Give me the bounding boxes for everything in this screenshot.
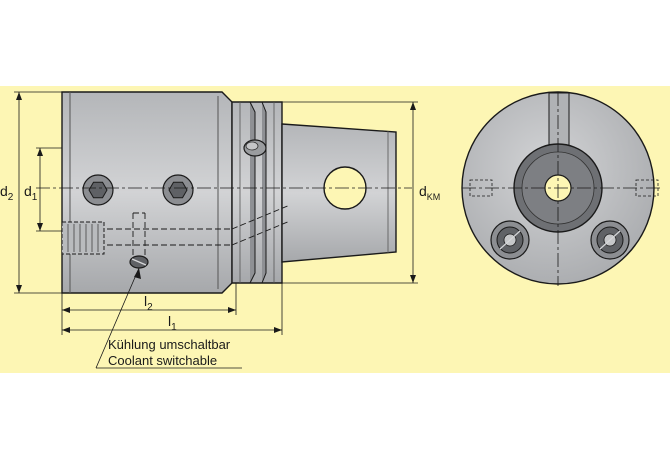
- locking-pin-top: [245, 141, 259, 151]
- hex-screw-2: [162, 174, 194, 206]
- dim-d2: [14, 91, 62, 294]
- label-d2: d2: [0, 183, 14, 203]
- dim-dkm: [282, 101, 418, 284]
- coolant-screw-right: [590, 220, 630, 260]
- label-l2: l2: [144, 293, 153, 313]
- collar: [231, 101, 283, 284]
- dim-d1: [36, 147, 62, 232]
- coolant-selector-slot: [131, 258, 147, 266]
- label-dkm: dKM: [419, 183, 440, 202]
- dim-l1: [62, 262, 283, 335]
- note-line-en: Coolant switchable: [108, 353, 217, 368]
- collar-groove: [261, 101, 267, 284]
- collar-groove: [249, 101, 256, 284]
- coolant-plug: [61, 221, 105, 255]
- label-d1: d1: [24, 183, 38, 203]
- hex-screw-1: [82, 174, 114, 206]
- front-view: [461, 91, 660, 286]
- note-line-de: Kühlung umschaltbar: [108, 337, 231, 352]
- coolant-screw-left: [490, 220, 530, 260]
- note-leader: [95, 267, 242, 369]
- side-view: d2 d1 dKM l2 l1 Kühlung umschaltbar Cool…: [0, 91, 440, 369]
- coolant-plug-thread: [67, 224, 99, 252]
- label-l1: l1: [168, 313, 177, 333]
- dim-l2: [61, 283, 237, 335]
